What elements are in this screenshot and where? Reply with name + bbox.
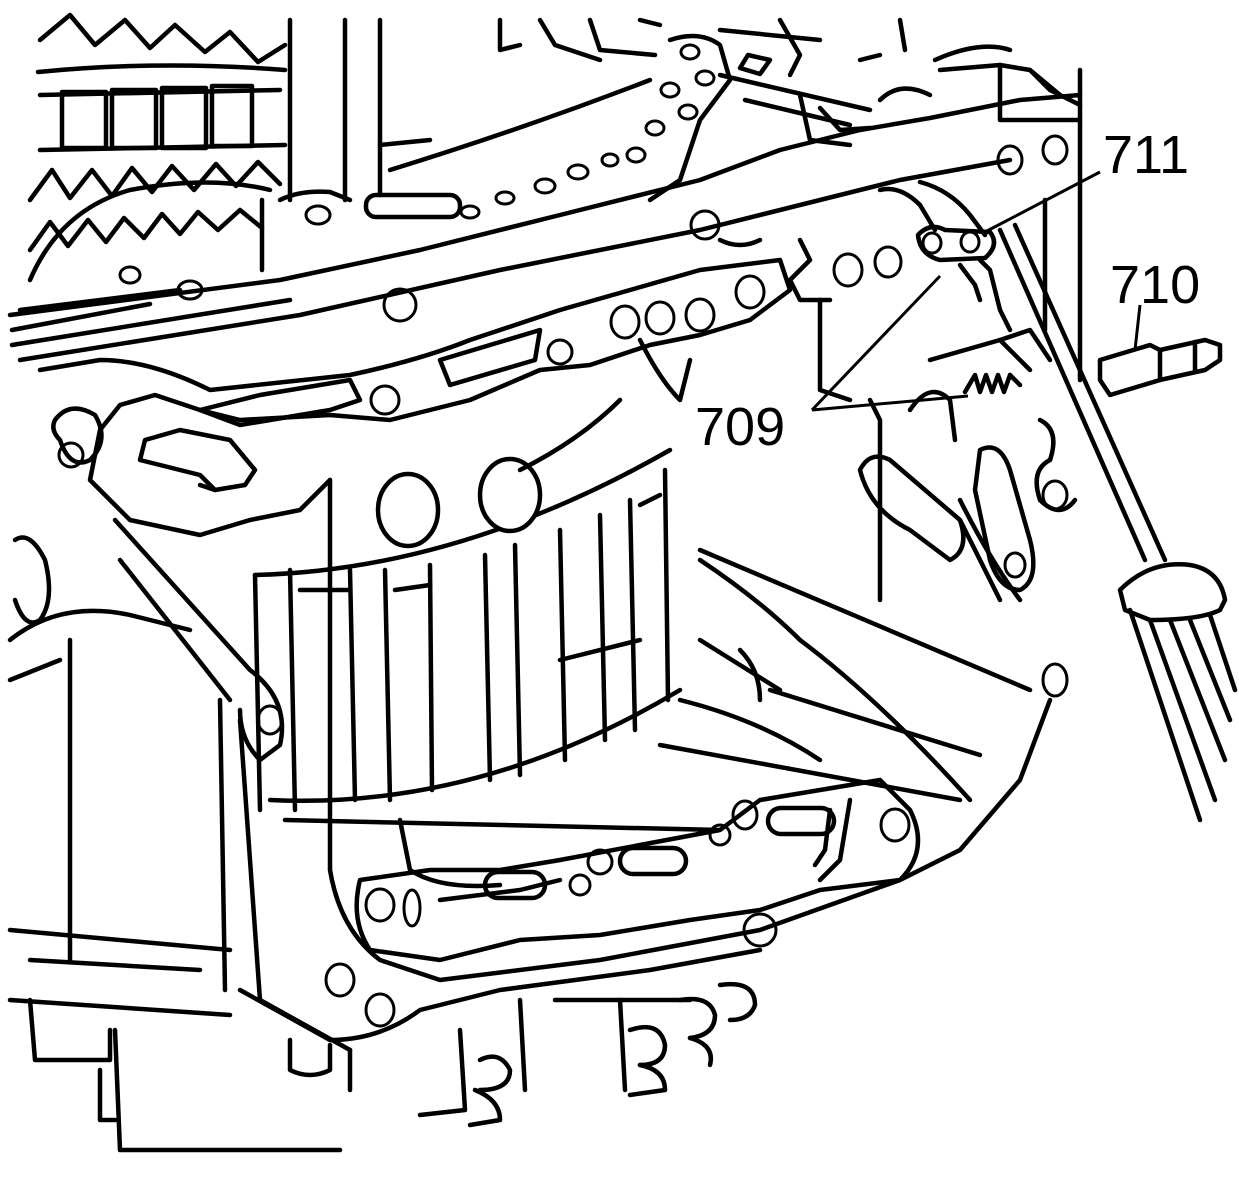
manual-shaft-mechanism: [817, 179, 1078, 698]
callout-leaders: [810, 170, 1142, 412]
leader-709-b: [811, 394, 969, 412]
leader-711: [984, 170, 1101, 234]
case-flange: [7, 62, 1083, 383]
oil-pan-rail: [282, 477, 1053, 983]
callout-711: 711: [1103, 125, 1189, 185]
callout-710: 710: [1110, 255, 1200, 315]
tool-710: [997, 222, 1238, 823]
valve-body-gasket: [37, 237, 903, 538]
case-bottom: [27, 947, 763, 1153]
leader-710: [1133, 304, 1142, 351]
case-left-side: [7, 517, 285, 1018]
clutch-drum: [252, 337, 693, 813]
callout-709: 709: [695, 397, 785, 457]
input-shaft: [287, 17, 433, 203]
gear-assembly: [9, 12, 288, 333]
leader-709-a: [810, 274, 942, 412]
